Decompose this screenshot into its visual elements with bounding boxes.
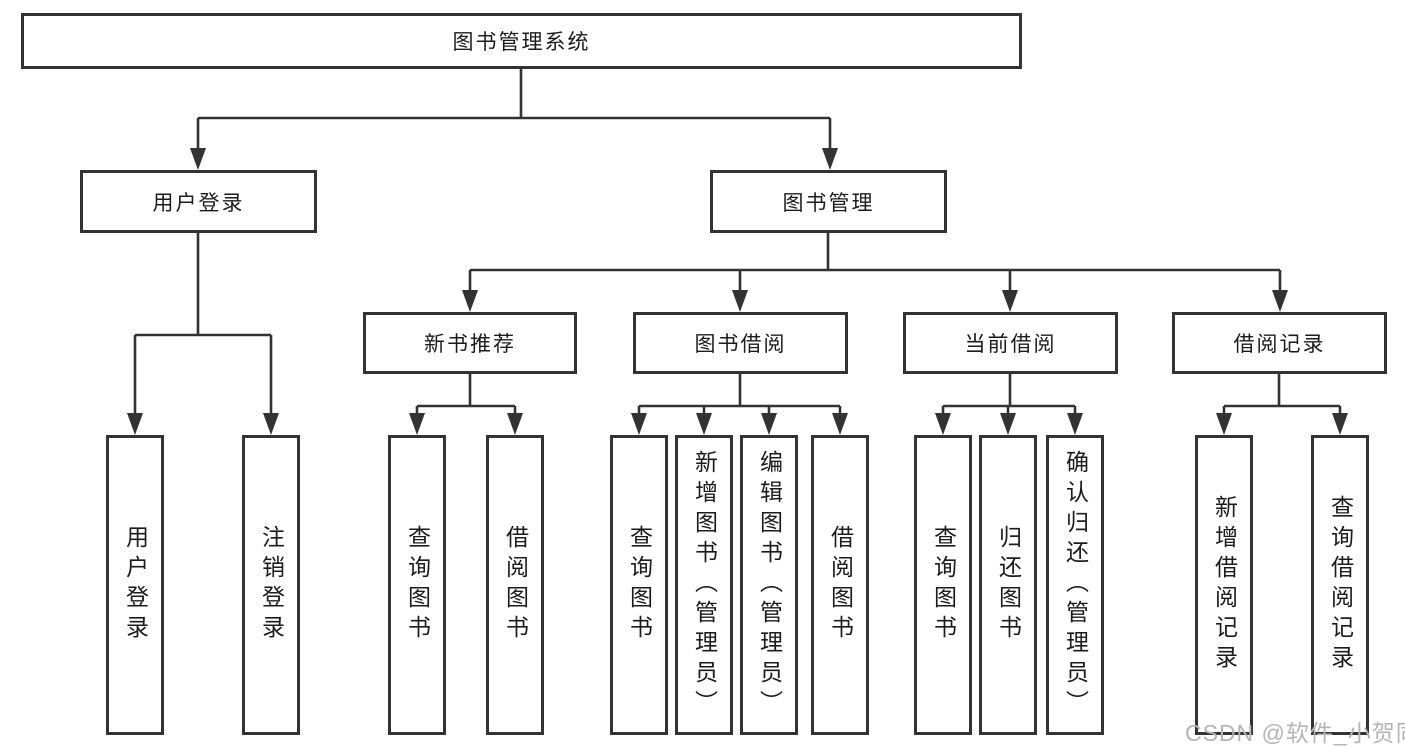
node-label: 借阅图书 [502,525,529,645]
leaf-query-books-current: 查询图书 [914,435,972,735]
leaf-query-books-borrow: 查询图书 [610,435,668,735]
leaf-add-borrow-record: 新增借阅记录 [1195,435,1253,735]
node-label: 归还图书 [995,525,1022,645]
node-label: 用户登录 [152,191,245,215]
node-label: 查询图书 [626,525,653,645]
leaf-query-books-recommend: 查询图书 [388,435,446,735]
node-borrow-records: 借阅记录 [1172,312,1387,374]
node-label: 编辑图书（管理员） [756,450,783,720]
node-label: 查询图书 [930,525,957,645]
leaf-logout: 注销登录 [242,435,300,735]
leaf-query-borrow-record: 查询借阅记录 [1311,435,1369,735]
node-label: 图书管理 [782,191,875,215]
node-label: 确认归还（管理员） [1062,450,1089,720]
node-system-root: 图书管理系统 [21,13,1022,69]
leaf-return-book: 归还图书 [979,435,1037,735]
node-label: 查询图书 [404,525,431,645]
node-user-login: 用户登录 [80,170,317,233]
node-book-management: 图书管理 [710,170,947,233]
node-label: 新增借阅记录 [1211,495,1238,675]
leaf-edit-book-admin: 编辑图书（管理员） [740,435,798,735]
node-current-borrow: 当前借阅 [903,312,1118,374]
node-label: 当前借阅 [964,333,1057,356]
node-label: 图书借阅 [694,333,787,356]
leaf-user-login: 用户登录 [106,435,164,735]
node-label: 借阅图书 [827,525,854,645]
leaf-add-book-admin: 新增图书（管理员） [675,435,733,735]
leaf-borrow-books-recommend: 借阅图书 [486,435,544,735]
node-new-book-recommend: 新书推荐 [363,312,577,374]
watermark: CSDN @软件_小贺同学 [1185,720,1405,746]
node-label: 图书管理系统 [452,31,591,54]
node-label: 新增图书（管理员） [691,450,718,720]
node-label: 注销登录 [258,525,285,645]
node-label: 新书推荐 [424,333,516,356]
leaf-borrow-books: 借阅图书 [811,435,869,735]
node-label: 借阅记录 [1233,333,1326,356]
node-book-borrow: 图书借阅 [633,312,848,374]
node-label: 用户登录 [122,525,149,645]
leaf-confirm-return-admin: 确认归还（管理员） [1046,435,1104,735]
node-label: 查询借阅记录 [1327,495,1354,675]
